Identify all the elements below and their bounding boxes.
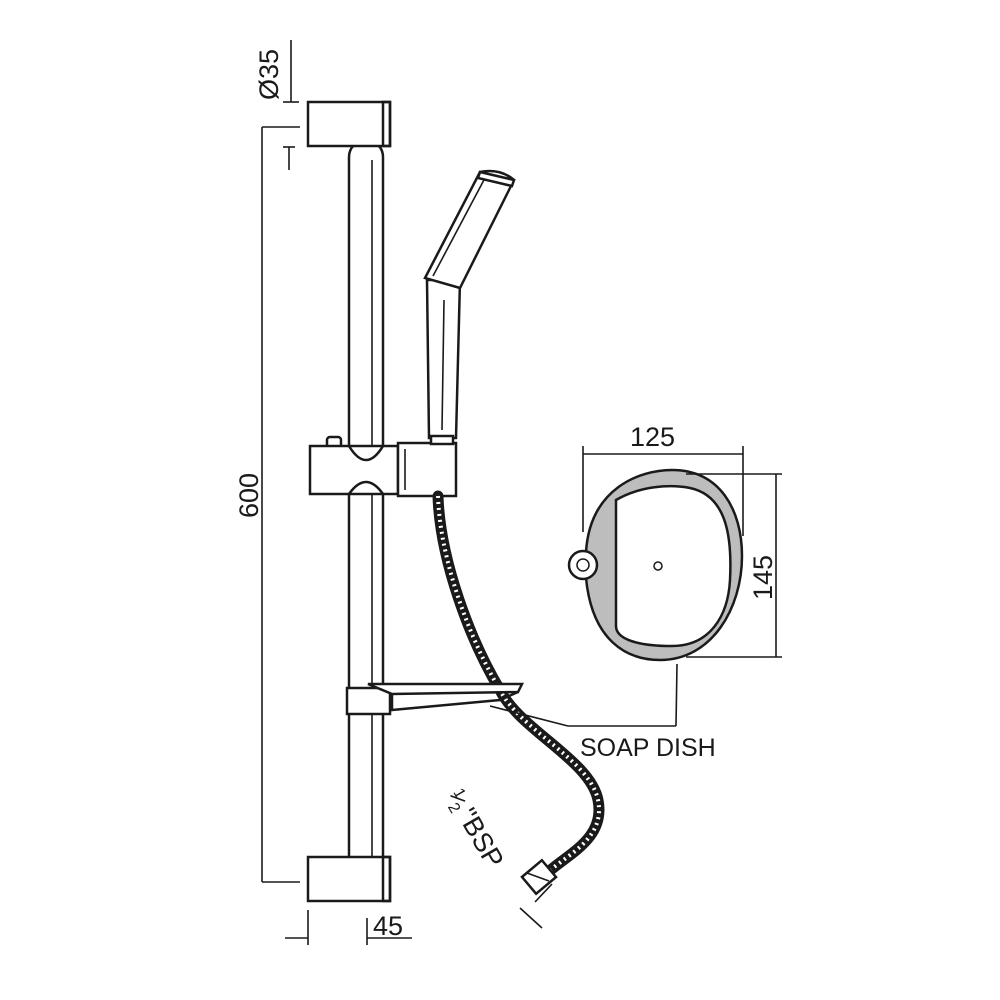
- dish-depth-label: 145: [748, 555, 778, 600]
- bsp-connection-label: 1 2 "BSP: [444, 786, 510, 874]
- pipe-diameter-dimension: Ø35: [254, 40, 299, 103]
- shower-hose: [432, 490, 605, 881]
- pipe-diameter-label: Ø35: [254, 49, 284, 100]
- top-wall-bracket: [306, 100, 392, 148]
- wall-offset-dimension: 45: [285, 910, 412, 945]
- wall-offset-label: 45: [373, 911, 403, 941]
- soap-dish-side-view: [345, 682, 525, 716]
- soap-dish-callout: SOAP DISH: [489, 663, 716, 762]
- soap-dish-top-view: [567, 468, 744, 662]
- rail-length-dimension: 600: [234, 126, 300, 883]
- dish-depth-dimension: 145: [686, 473, 782, 658]
- bottom-wall-bracket: [306, 855, 392, 903]
- hose-connector-nut: [520, 858, 558, 896]
- slide-rail: [347, 138, 385, 882]
- dish-width-label: 125: [630, 422, 675, 452]
- hand-shower[interactable]: [423, 169, 516, 446]
- soap-dish-label: SOAP DISH: [580, 734, 716, 762]
- bsp-leader: [519, 883, 553, 929]
- rail-length-label: 600: [234, 473, 264, 518]
- dish-width-dimension: 125: [582, 422, 744, 536]
- bsp-text: "BSP: [452, 803, 510, 873]
- slider-holder[interactable]: [308, 435, 458, 498]
